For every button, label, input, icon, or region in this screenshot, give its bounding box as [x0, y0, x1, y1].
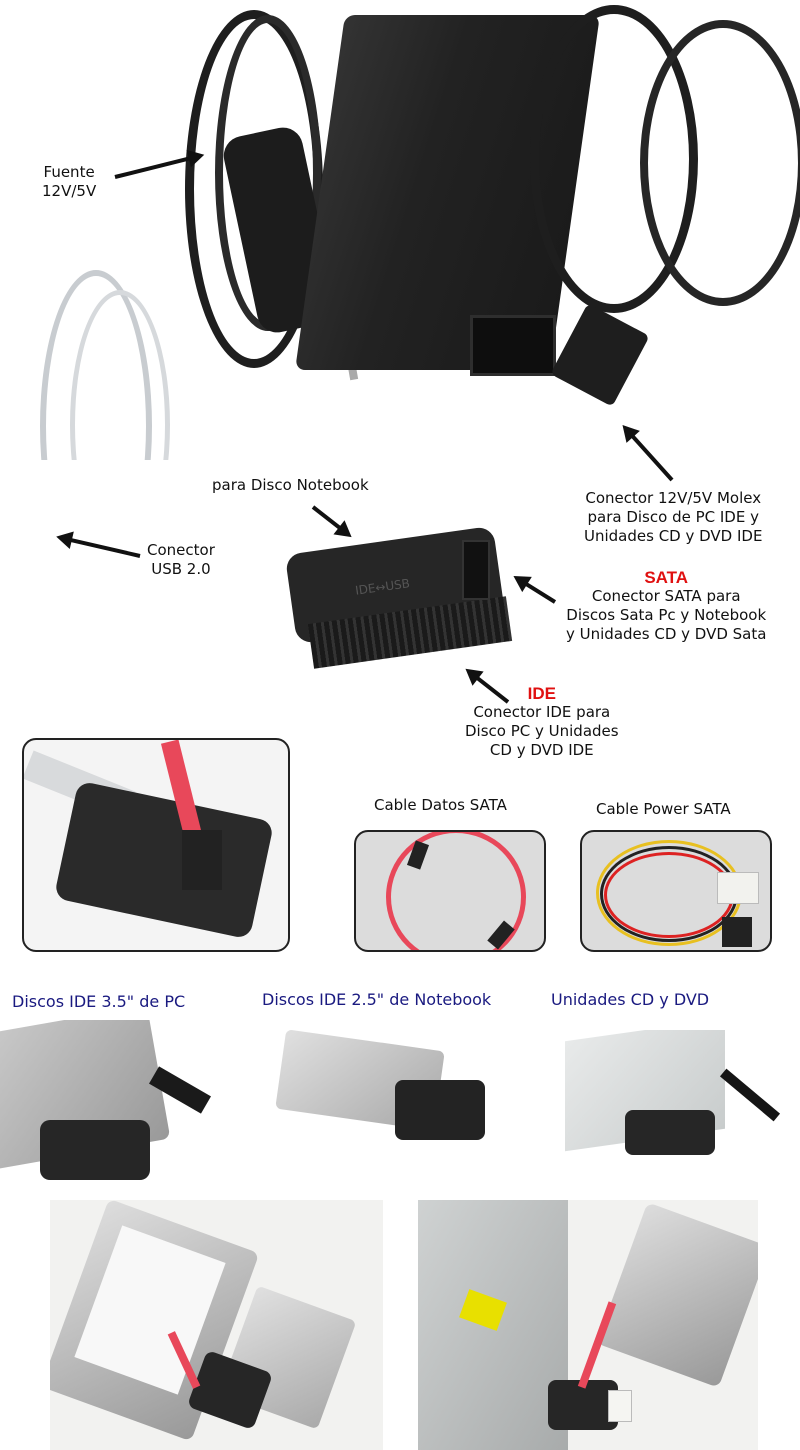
label-line: Unidades CD y DVD IDE: [584, 527, 763, 545]
sata-drives-photo-left: [50, 1200, 383, 1450]
adapter: [548, 1380, 618, 1430]
sata-plug: [182, 830, 222, 890]
sata-data-cable-panel: [354, 830, 546, 952]
molex-plug: [608, 1390, 632, 1422]
label-line: para Disco de PC IDE y: [587, 508, 759, 526]
label-line: CD y DVD IDE: [489, 741, 594, 759]
ide25-photo: [270, 1030, 495, 1160]
sata-data-cable: [386, 832, 526, 950]
label-fuente: Fuente 12V/5V: [42, 163, 96, 201]
power-cable: [719, 1068, 781, 1122]
adapter: [40, 1120, 150, 1180]
molex-cable-loop-2: [640, 20, 800, 306]
label-line: Conector: [147, 541, 215, 559]
label-usb: Conector USB 2.0: [147, 541, 215, 579]
label-line: y Unidades CD y DVD Sata: [566, 625, 767, 643]
ide-title: IDE: [527, 684, 556, 703]
molex-connector: [550, 303, 650, 407]
label-line: 12V/5V: [42, 182, 97, 200]
label-line: USB 2.0: [151, 560, 211, 578]
label-sata: SATA Conector SATA para Discos Sata Pc y…: [566, 568, 766, 644]
iec-socket: [470, 315, 556, 376]
sata-drives-photo-right: [418, 1200, 758, 1450]
arrow-icon: [59, 535, 141, 558]
label-line: Conector IDE para: [473, 703, 611, 721]
power-adapter-photo: [0, 0, 800, 460]
adapter-body: [53, 780, 275, 940]
label-line: Disco PC y Unidades: [465, 722, 619, 740]
label-line: Fuente: [43, 163, 95, 181]
sata-title: SATA: [644, 568, 689, 587]
power-wire-red: [604, 852, 734, 938]
label-ide: IDE Conector IDE para Disco PC y Unidade…: [465, 684, 619, 760]
arrow-icon: [515, 576, 557, 604]
heading-cd: Unidades CD y DVD: [551, 990, 710, 1009]
cd-dvd-photo: [565, 1030, 785, 1165]
adapter-closeup-panel: [22, 738, 290, 952]
hdd-35: [596, 1202, 758, 1388]
label-para-notebook: para Disco Notebook: [212, 476, 369, 494]
heading-ide35: Discos IDE 3.5" de PC: [12, 992, 186, 1011]
label-cable-datos: Cable Datos SATA: [374, 796, 507, 814]
sata-power-plug: [722, 917, 752, 947]
label-line: Conector SATA para: [591, 587, 741, 605]
label-line: Discos Sata Pc y Notebook: [566, 606, 767, 624]
sata-port: [462, 540, 490, 600]
arrow-icon: [311, 505, 350, 537]
sata-power-cable-panel: [580, 830, 772, 952]
molex-plug: [717, 872, 759, 904]
heading-ide25: Discos IDE 2.5" de Notebook: [262, 990, 492, 1009]
label-cable-power: Cable Power SATA: [596, 800, 731, 818]
ide35-photo: [0, 1020, 215, 1185]
label-line: Conector 12V/5V Molex: [585, 489, 762, 507]
adapter: [625, 1110, 715, 1155]
label-molex: Conector 12V/5V Molex para Disco de PC I…: [584, 489, 762, 546]
